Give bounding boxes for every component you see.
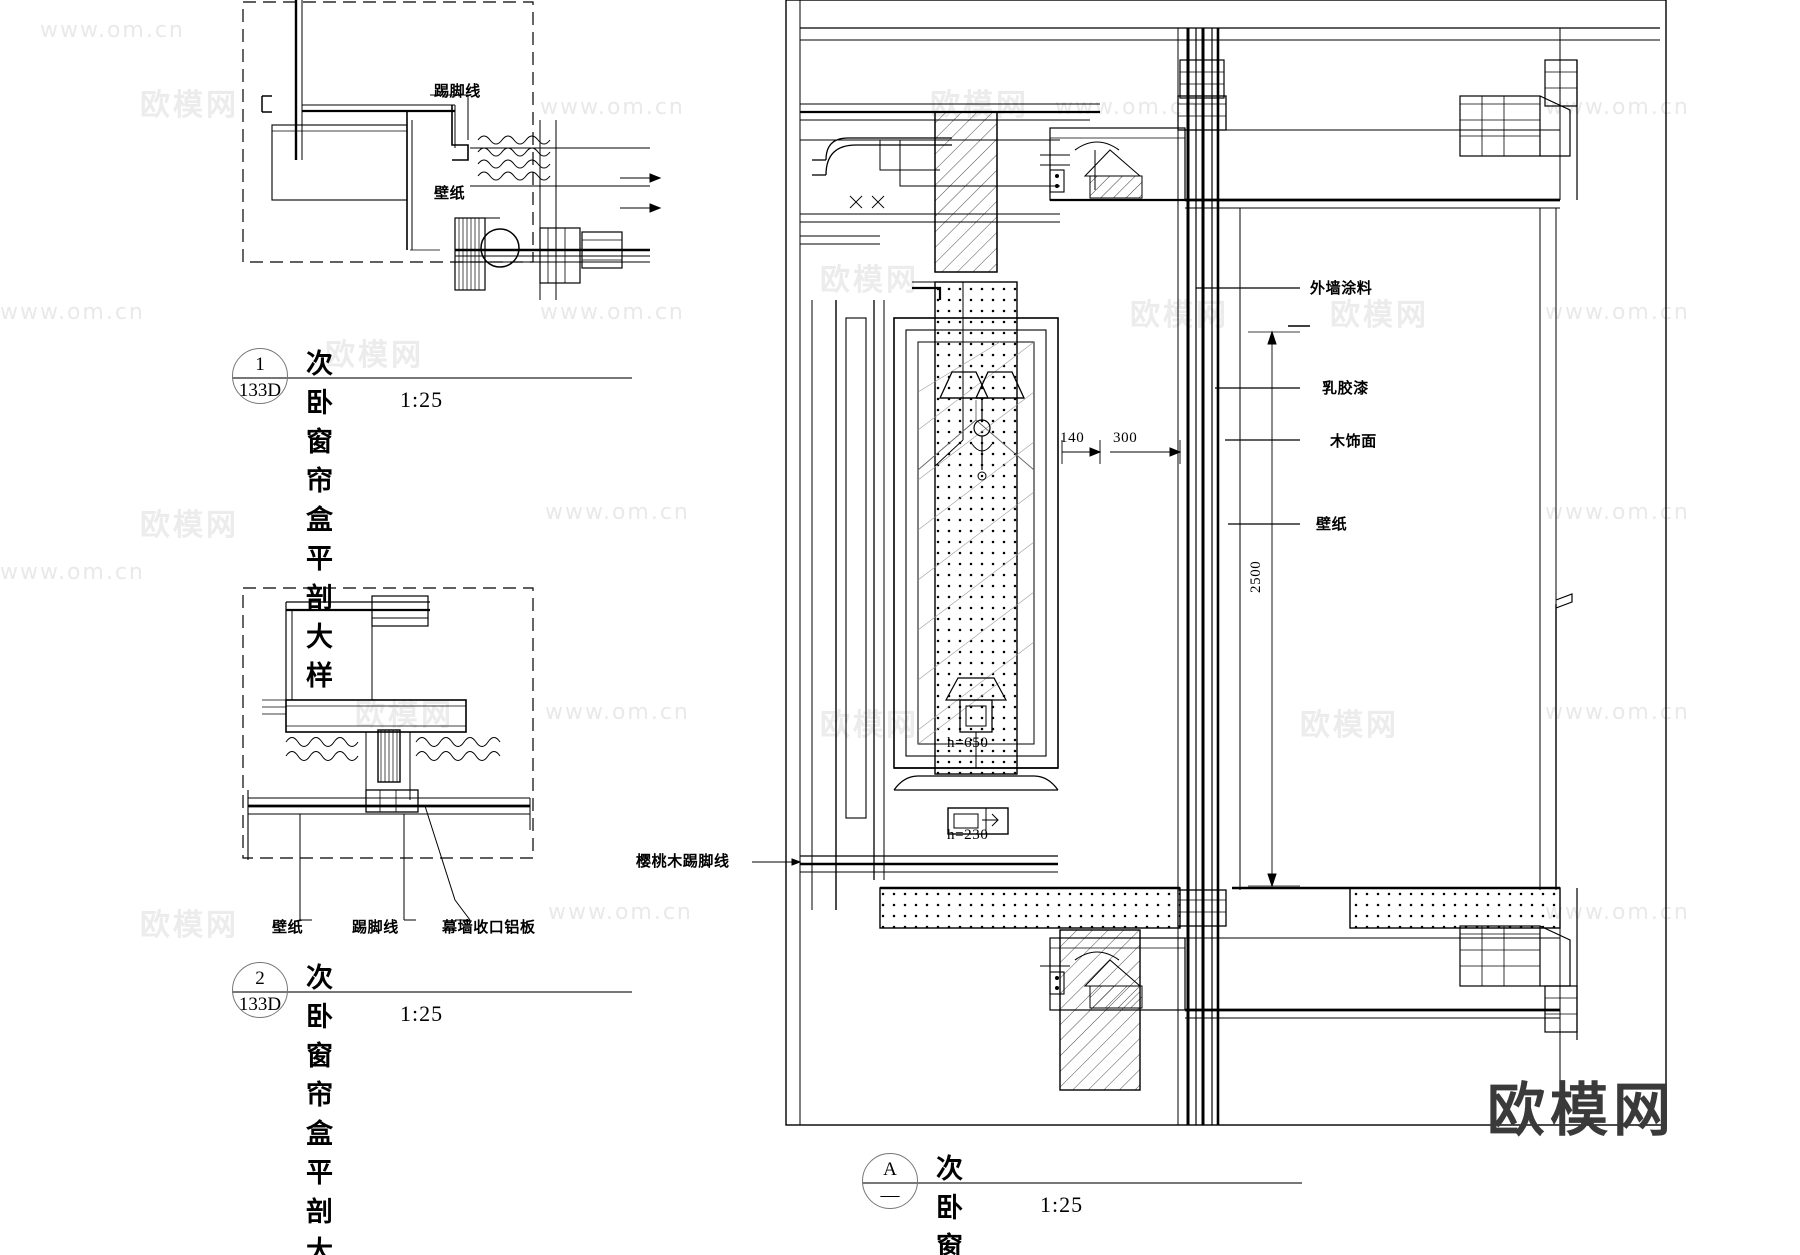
detail-2-rule	[232, 991, 632, 993]
detail-1-sheet-ref: 133D	[238, 380, 282, 401]
detail-1-title: 次卧窗帘盒平剖大样	[306, 349, 335, 692]
detail-1-rule	[232, 377, 632, 379]
detail-a-rule	[862, 1182, 1302, 1184]
annotation-wallpaper-d1: 壁纸	[434, 184, 466, 202]
annotation-skirting-line-d1: 踢脚线	[434, 82, 481, 100]
annotation-wood-veneer: 木饰面	[1330, 432, 1377, 450]
detail-1-scale: 1:25	[400, 387, 444, 412]
height-mark-sconce: h=650	[947, 735, 989, 751]
detail-a-title: 次卧窗帘盒立剖大样	[936, 1154, 965, 1255]
height-mark-socket: h=230	[947, 827, 989, 843]
detail-2-number: 2	[255, 968, 265, 989]
dimension-140: 140	[1060, 430, 1085, 446]
dimension-300: 300	[1113, 430, 1138, 446]
annotation-cherry-wood-skirting: 樱桃木踢脚线	[636, 852, 730, 870]
detail-a-number: A	[883, 1159, 897, 1180]
detail-2-sheet-ref: 133D	[238, 994, 282, 1015]
detail-a-bubble	[862, 1153, 918, 1209]
annotation-latex-paint: 乳胶漆	[1322, 379, 1369, 397]
detail-a-scale: 1:25	[1040, 1192, 1084, 1217]
detail-a-sheet-ref: —	[880, 1185, 900, 1206]
annotation-skirting-line-d2: 踢脚线	[352, 918, 399, 936]
detail-2-bubble	[232, 962, 288, 1018]
dimension-2500: 2500	[1248, 560, 1264, 593]
detail-2-title: 次卧窗帘盒平剖大样	[306, 963, 335, 1255]
detail-2-scale: 1:25	[400, 1001, 444, 1026]
annotation-curtain-wall-panel-d2: 幕墙收口铝板	[442, 918, 536, 936]
detail-1-number: 1	[255, 354, 265, 375]
annotation-exterior-wall-coating: 外墙涂料	[1310, 279, 1373, 297]
annotation-wallpaper-da: 壁纸	[1316, 515, 1348, 533]
annotation-wallpaper-d2: 壁纸	[272, 918, 304, 936]
detail-1-bubble	[232, 348, 288, 404]
